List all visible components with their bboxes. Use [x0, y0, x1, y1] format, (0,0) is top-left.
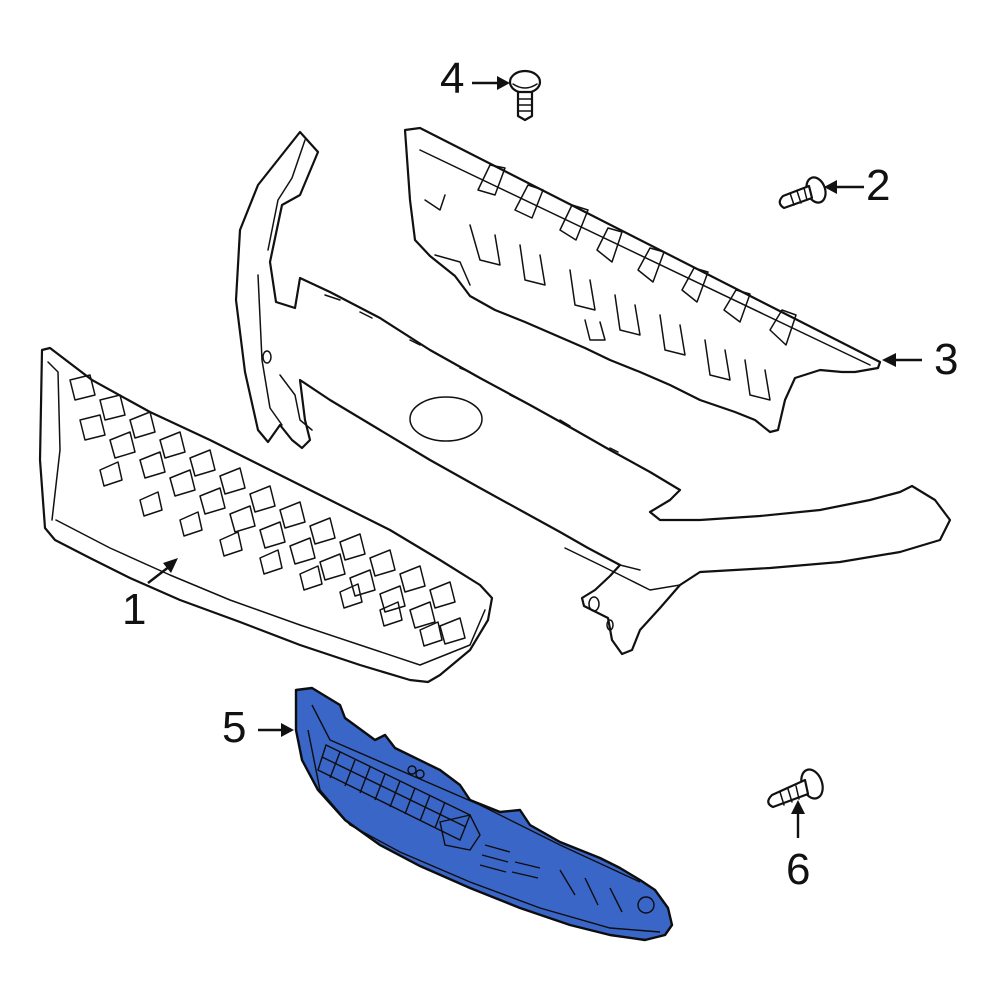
callout-arrow-5 — [258, 723, 294, 737]
callout-arrow-1 — [147, 558, 178, 584]
callout-arrow-4 — [472, 76, 510, 90]
callout-label-6[interactable]: 6 — [786, 845, 811, 894]
part-5-lower-grille-highlighted[interactable] — [294, 686, 674, 942]
callout-label-1[interactable]: 1 — [122, 585, 147, 634]
callout-arrow-6 — [791, 800, 805, 838]
callout-arrow-2 — [824, 180, 864, 194]
callout-label-3[interactable]: 3 — [934, 335, 959, 384]
callout-label-4[interactable]: 4 — [440, 54, 465, 103]
part-3-reinforcement-bracket[interactable] — [403, 126, 882, 434]
callout-label-5[interactable]: 5 — [222, 703, 247, 752]
callout-arrow-3 — [882, 353, 922, 367]
bumper-cover — [234, 130, 952, 656]
part-1-upper-grille[interactable] — [38, 346, 494, 684]
part-4-push-pin-retainer[interactable] — [508, 69, 542, 122]
grille-mesh — [69, 374, 466, 647]
part-6-screw[interactable] — [767, 766, 826, 809]
lower-grille-mesh — [307, 704, 661, 933]
part-2-screw[interactable] — [778, 175, 829, 210]
callout-label-2[interactable]: 2 — [866, 161, 891, 210]
